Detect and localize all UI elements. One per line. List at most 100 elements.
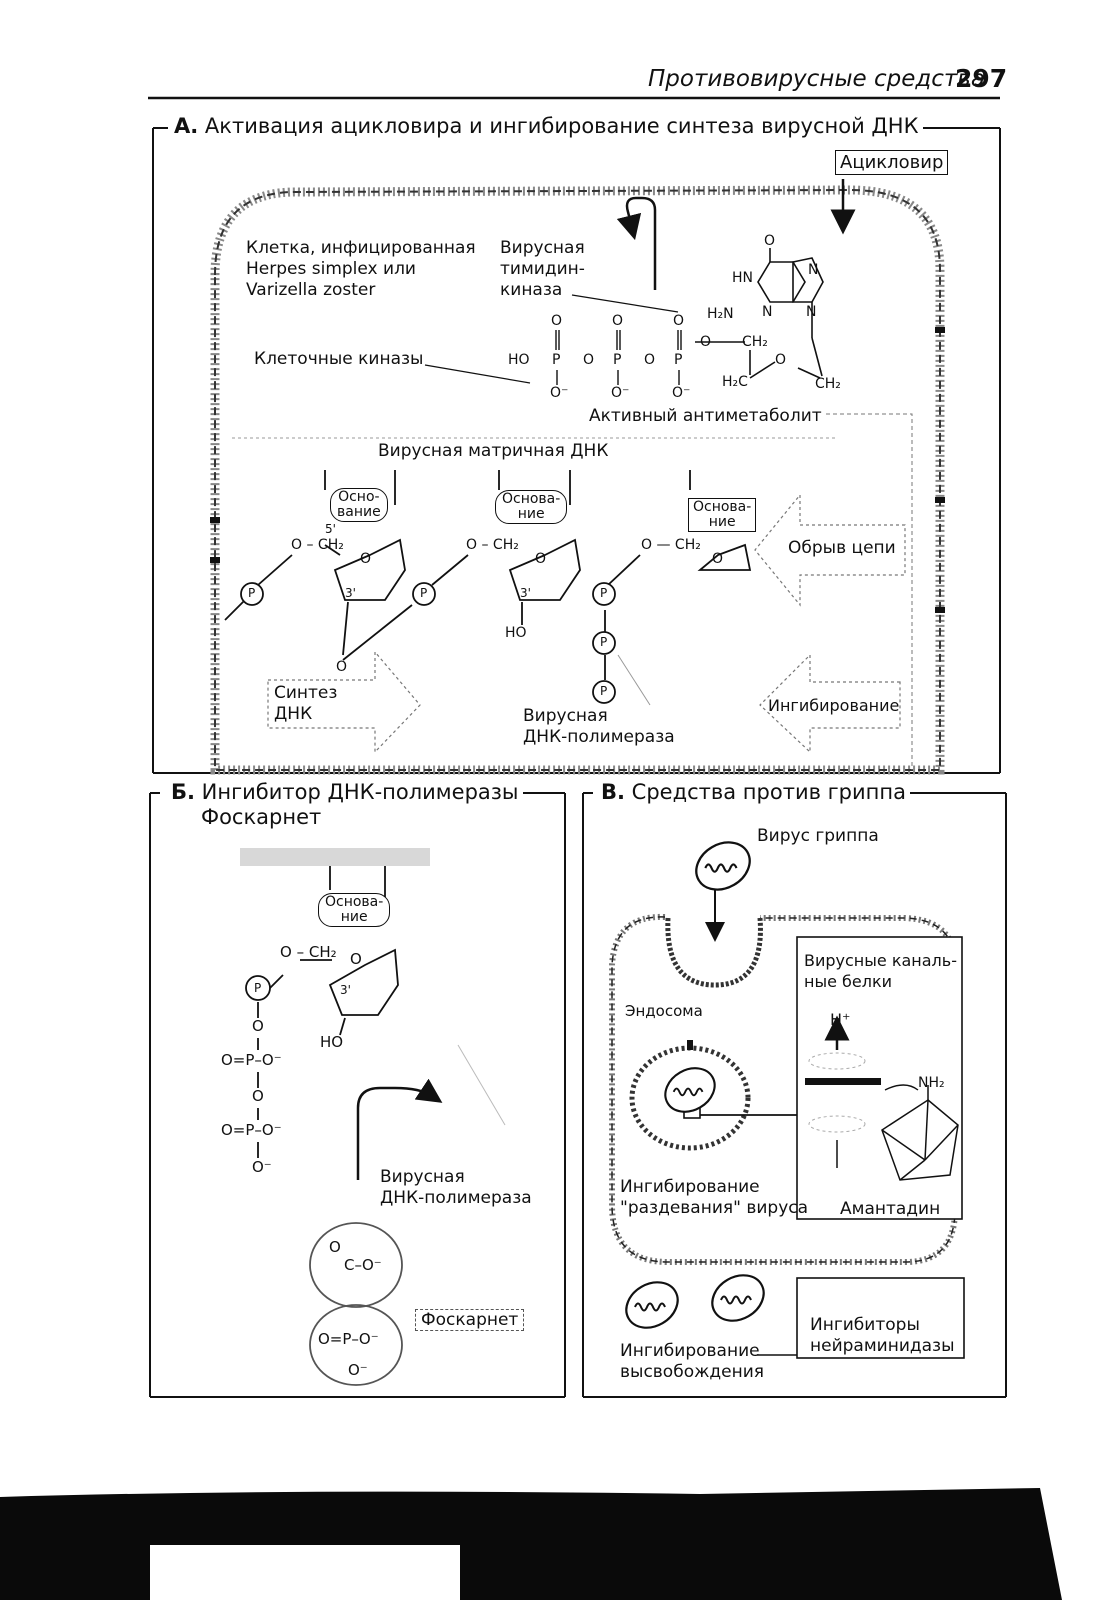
active-antimetabolite-label: Активный антиметаболит [587,406,824,426]
chem-h2c: H₂C [722,374,748,390]
h-plus-label: H⁺ [830,1010,851,1029]
section-c-title: В. Средства против гриппа [597,780,910,804]
chem-ho: HO [320,1033,344,1051]
chem-o: O [583,352,595,368]
phosphate-circle-icon [240,582,264,606]
three-prime-label: 3' [340,983,351,997]
running-header-title: Противовирусные средства [648,66,985,92]
chem-o-ch2: O – CH₂ [466,537,519,553]
section-b-title: Б. Ингибитор ДНК-полимеразы Фоскарнет [167,780,523,830]
chem-o-p-o: O=P–O⁻ [221,1121,282,1139]
chem-ho: HO [505,625,527,641]
chain-break-label: Обрыв цепи [788,538,896,558]
chem-p: P [674,352,683,368]
virus-icon [622,1280,682,1330]
chem-ch2: CH₂ [742,334,768,350]
chem-o: O [535,551,547,567]
endosome-label: Эндосома [625,1002,703,1020]
chem-o: O [336,659,348,675]
section-a-title: А. Активация ацикловира и ингибирование … [170,114,923,138]
chem-o-ch2: O — CH₂ [641,537,701,553]
inhibition-block-arrow [759,653,901,754]
phosphate-p: P [600,635,608,649]
chem-o-minus: O⁻ [550,385,569,401]
chem-o-minus: O⁻ [252,1158,272,1176]
phosphate-circle-icon [592,680,616,704]
chem-p: P [552,352,561,368]
chem-o-ch2: O – CH₂ [280,943,337,961]
viral-channel-proteins-label: Вирусные каналь-ные белки [804,951,957,991]
virus-icon [690,840,756,892]
guanine-ring [695,248,824,379]
chem-n: N [806,304,817,320]
chem-h2n: H₂N [707,306,734,322]
viral-template-dna-label: Вирусная матричная ДНК [378,441,609,461]
phosphate-circle-icon [412,582,436,606]
chem-o: O [360,551,372,567]
amantadine-cage [881,1085,959,1181]
phosphate-circle-icon [592,582,616,606]
foscarnet-base-label: Основа-ние [318,893,391,927]
chem-o: O [712,551,724,567]
chem-n: N [762,304,773,320]
base-1-label: Осно-вание [330,488,388,522]
phosphate-circle-icon [592,631,616,655]
chem-o: O [644,352,656,368]
triphosphate-bonds [555,330,682,385]
chem-o: O [252,1017,264,1035]
dna-chain-structure [224,470,752,680]
chem-o-ch2: O – CH₂ [291,537,344,553]
phosphate-p: P [254,981,262,995]
polymerase-pointer [617,654,651,706]
section-b-frame [149,792,566,1398]
flu-virus-label: Вирус гриппа [757,826,879,846]
chain-break-block-arrow [754,493,906,607]
five-prime-label: 5' [325,522,336,536]
metabolite-bracket [805,413,913,770]
inhibition-label: Ингибирование [768,696,900,715]
chem-hn: HN [732,270,753,286]
chem-o: O [775,352,787,368]
chem-o-minus: O⁻ [611,385,630,401]
chem-ch2: CH₂ [815,376,841,392]
phosphate-p: P [420,586,428,600]
chem-o: O [612,313,624,329]
chem-p: P [613,352,622,368]
page-number: 297 [955,64,1008,93]
chem-o-top: O [764,233,776,249]
phosphate-p: P [600,684,608,698]
amantadine-label: Амантадин [840,1199,941,1219]
base-2-label: Основа-ние [495,490,568,524]
chem-o: O [252,1087,264,1105]
virus-icon [708,1273,768,1323]
chem-n: N [808,262,819,278]
chem-ho: HO [508,352,530,368]
acyclovir-box: Ацикловир [835,150,949,175]
phosphate-circle-icon [245,975,271,1001]
foscarnet-diagram [240,848,506,1386]
phosphate-p: P [248,586,256,600]
phosphate-circles [240,582,616,704]
three-prime-label: 3' [520,586,531,600]
scan-white-patch [150,1545,460,1600]
chem-o: O [551,313,563,329]
kinase-pointer-line [571,294,679,313]
chem-o-p-o: O=P–O⁻ [318,1330,379,1348]
infected-cell-membrane [210,185,945,775]
chem-o: O [350,950,362,968]
chem-o-minus: O⁻ [672,385,691,401]
phosphate-p: P [600,586,608,600]
virus-icon [660,1066,720,1114]
base-3-label: Основа-ние [688,498,757,532]
kinase-uturn-arrow [616,196,657,290]
cell-kinase-pointer-line [424,364,531,384]
chem-o-minus: O⁻ [348,1361,368,1379]
nh2-label: NH₂ [918,1075,945,1091]
